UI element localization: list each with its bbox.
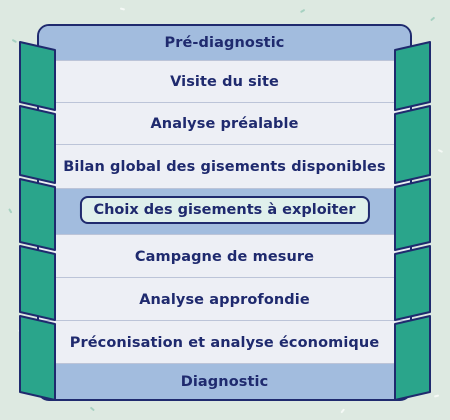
process-frame: Pré-diagnostic Visite du site Analyse pr… xyxy=(37,24,412,401)
header-label: Pré-diagnostic xyxy=(164,35,285,51)
step-row: Analyse préalable xyxy=(39,102,410,145)
highlight-step-pill: Choix des gisements à exploiter xyxy=(79,196,370,224)
right-chevron-5 xyxy=(394,315,431,401)
highlight-row: Choix des gisements à exploiter xyxy=(39,188,410,235)
left-chevron-2 xyxy=(19,105,56,184)
right-chevron-2 xyxy=(394,105,431,184)
step-label: Analyse approfondie xyxy=(139,291,310,308)
step-row: Bilan global des gisements disponibles xyxy=(39,144,410,189)
step-row: Analyse approfondie xyxy=(39,277,410,321)
footer-label: Diagnostic xyxy=(180,374,269,390)
right-chevron-1 xyxy=(394,41,431,111)
left-chevron-1 xyxy=(19,41,56,111)
step-label: Analyse préalable xyxy=(150,116,299,132)
step-row: Visite du site xyxy=(39,60,410,103)
left-chevron-5 xyxy=(19,315,56,401)
footer-row: Diagnostic xyxy=(39,363,410,399)
step-label: Campagne de mesure xyxy=(134,248,315,265)
left-chevron-4 xyxy=(19,245,56,321)
step-label: Visite du site xyxy=(170,74,279,90)
right-chevron-4 xyxy=(394,245,431,321)
step-row: Campagne de mesure xyxy=(39,234,410,278)
header-row: Pré-diagnostic xyxy=(39,26,410,60)
step-label: Bilan global des gisements disponibles xyxy=(63,159,386,175)
left-chevron-3 xyxy=(19,178,56,251)
right-chevron-3 xyxy=(394,178,431,251)
step-row: Préconisation et analyse économique xyxy=(39,320,410,364)
step-label: Préconisation et analyse économique xyxy=(69,334,380,351)
